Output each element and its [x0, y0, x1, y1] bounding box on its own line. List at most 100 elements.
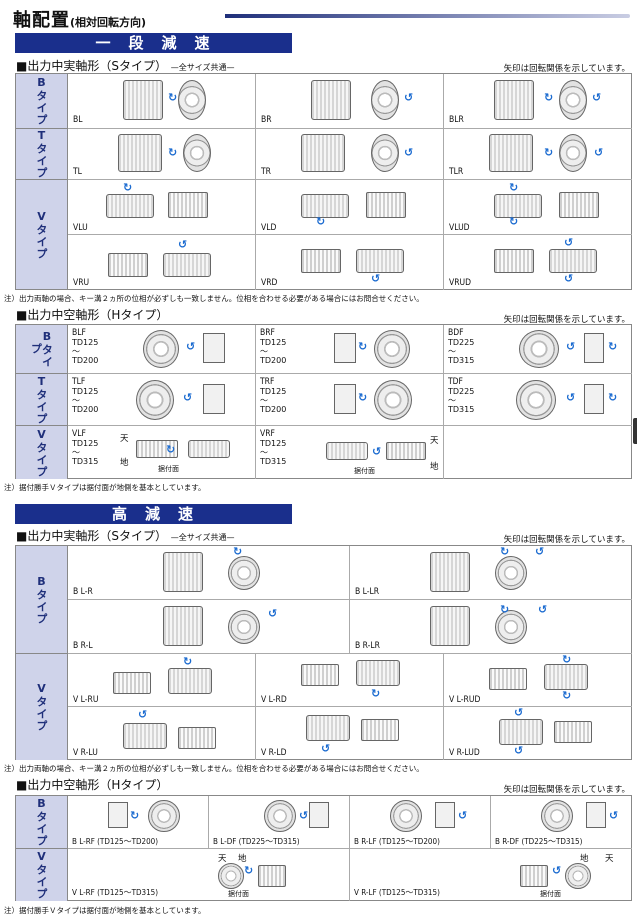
s2-note: 注）据付勝手Ｖタイプは据付面が地側を基本としています。 [4, 483, 206, 492]
ten-label-vlf: 天 [120, 434, 129, 444]
s3-cell-vlrd: ↻ V L-RD [256, 654, 444, 707]
label-vld: VLD [261, 223, 277, 233]
s3-cell-blr: ↻ B L-R [68, 546, 350, 600]
s2-type-t: Tタイプ [16, 374, 68, 426]
s2-cell-brf: BRF TD125 〜 TD200 ↻ [256, 325, 444, 374]
s2-cell-empty [444, 426, 632, 479]
s2-cell-trf: TRF TD125 〜 TD200 ↻ [256, 374, 444, 426]
s3-table: Bタイプ Vタイプ ↻ B L-R ↻ ↺ B L-LR ↺ B R-L ↻ ↺… [15, 545, 632, 760]
label-vrf: VRF [260, 429, 275, 439]
s4-cell-blrf: ↻ B L-RF (TD125〜TD200) [68, 796, 209, 849]
page-subtitle: (相対回転方向) [70, 16, 147, 29]
label-b-r-lr: B R-LR [355, 641, 380, 651]
page-title: 軸配置(相対回転方向) [13, 10, 147, 31]
label-v-r-lu: V R-LU [73, 748, 98, 758]
s1-cell-vrd: ↺ VRD [256, 235, 444, 290]
section-banner-high: 高減速 [15, 504, 292, 524]
chi-label-vlrf: 地 [238, 854, 247, 864]
s1-cell-vlud: ↻ ↻ VLUD [444, 180, 632, 235]
label-vlf: VLF [72, 429, 86, 439]
s3-cell-vlrud: ↻ ↻ V L-RUD [444, 654, 632, 707]
s4-note: 注）据付勝手Ｖタイプは据付面が地側を基本としています。 [4, 906, 206, 915]
s3-cell-vlru: ↻ V L-RU [68, 654, 256, 707]
s1-arrow-note: 矢印は回転関係を示しています。 [503, 64, 630, 74]
s4-type-b: Bタイプ [16, 796, 68, 849]
s2-table: Bタイプ Tタイプ Vタイプ BLF TD125 〜 TD200 ↺ BRF T… [15, 324, 632, 479]
s2-heading: ■出力中空軸形（Hタイプ） [16, 308, 169, 322]
label-v-l-rf: V L-RF (TD125〜TD315) [72, 888, 159, 897]
label-tlf: TLF [72, 377, 86, 387]
s1-cell-vlu: ↻ VLU [68, 180, 256, 235]
s1-cell-br: ↺ BR [256, 74, 444, 129]
range-brf: TD125 〜 TD200 [260, 338, 287, 365]
range-bdf: TD225 〜 TD315 [448, 338, 475, 365]
s1-note: 注）出力両軸の場合、キー溝２ヵ所の位相が必ずしも一致しません。位相を合わせる必要… [4, 294, 424, 303]
s1-cell-bl: ↻ BL [68, 74, 256, 129]
label-tdf: TDF [448, 377, 463, 387]
section-banner-single: 一段減速 [15, 33, 292, 53]
label-b-l-rf: B L-RF (TD125〜TD200) [72, 837, 159, 846]
s4-cell-brlf: ↺ B R-LF (TD125〜TD200) [350, 796, 491, 849]
label-tr: TR [261, 167, 271, 177]
label-bl: BL [73, 115, 83, 125]
s1-type-t: Tタイプ [16, 129, 68, 180]
label-b-l-r: B L-R [73, 587, 93, 597]
s3-heading: ■出力中実軸形（Sタイプ） —全サイズ共通— [16, 529, 235, 543]
label-v-l-ru: V L-RU [73, 695, 99, 705]
mount-label-vrf: 据付面 [354, 467, 375, 475]
s2-cell-blf: BLF TD125 〜 TD200 ↺ [68, 325, 256, 374]
range-blf: TD125 〜 TD200 [72, 338, 99, 365]
range-vrf: TD125 〜 TD315 [260, 439, 287, 466]
label-v-r-ld: V R-LD [261, 748, 287, 758]
s2-cell-tlf: TLF TD125 〜 TD200 ↺ [68, 374, 256, 426]
label-v-l-rd: V L-RD [261, 695, 287, 705]
s1-cell-tr: ↺ TR [256, 129, 444, 180]
range-trf: TD125 〜 TD200 [260, 387, 287, 414]
scroll-edge-tab[interactable] [633, 418, 637, 444]
chi-label-vlf: 地 [120, 458, 129, 468]
s2-arrow-note: 矢印は回転関係を示しています。 [503, 315, 630, 325]
range-tdf: TD225 〜 TD315 [448, 387, 475, 414]
label-b-r-l: B R-L [73, 641, 93, 651]
s1-cell-vrud: ↺ ↺ VRUD [444, 235, 632, 290]
s1-type-b: Bタイプ [16, 74, 68, 129]
ten-label-vrf: 天 [430, 436, 439, 446]
label-vlud: VLUD [449, 223, 470, 233]
s4-type-v: Vタイプ [16, 849, 68, 901]
s1-cell-vld: ↻ VLD [256, 180, 444, 235]
label-blr: BLR [449, 115, 464, 125]
s2-type-v: Vタイプ [16, 426, 68, 479]
s2-type-b: Bタイプ [16, 325, 68, 374]
ten-label-vlrf: 天 [218, 854, 227, 864]
s1-cell-blr: ↻ ↺ BLR [444, 74, 632, 129]
s2-cell-tdf: TDF TD225 〜 TD315 ↺ ↻ [444, 374, 632, 426]
label-v-r-lud: V R-LUD [449, 748, 480, 758]
s1-cell-tlr: ↻ ↺ TLR [444, 129, 632, 180]
s1-type-v: Vタイプ [16, 180, 68, 290]
s4-cell-bldf: ↺ B L-DF (TD225〜TD315) [209, 796, 350, 849]
s1-heading: ■出力中実軸形（Sタイプ） —全サイズ共通— [16, 59, 235, 73]
mount-label-vrlf: 据付面 [540, 890, 561, 898]
s4-cell-brdf: ↺ B R-DF (TD225〜TD315) [491, 796, 632, 849]
s4-table: Bタイプ Vタイプ ↻ B L-RF (TD125〜TD200) ↺ B L-D… [15, 795, 632, 901]
label-b-l-lr: B L-LR [355, 587, 380, 597]
mount-label-vlrf: 据付面 [228, 890, 249, 898]
label-vrd: VRD [261, 278, 278, 288]
mount-label-vlf: 据付面 [158, 465, 179, 473]
s2-cell-vlf: VLF TD125 〜 TD315 天 地 ↻ 据付面 [68, 426, 256, 479]
label-b-l-df: B L-DF (TD225〜TD315) [213, 837, 300, 846]
label-b-r-df: B R-DF (TD225〜TD315) [495, 837, 583, 846]
s3-note: 注）出力両軸の場合、キー溝２ヵ所の位相が必ずしも一致しません。位相を合わせる必要… [4, 764, 424, 773]
s1-cell-vru: ↺ VRU [68, 235, 256, 290]
label-v-l-rud: V L-RUD [449, 695, 481, 705]
s2-cell-vrf: VRF TD125 〜 TD315 ↺ 天 地 据付面 [256, 426, 444, 479]
s1-table: Bタイプ Tタイプ Vタイプ ↻ BL ↺ BR ↻ ↺ BLR ↻ TL ↺ … [15, 73, 632, 290]
s1-cell-tl: ↻ TL [68, 129, 256, 180]
ten-label-vrlf: 天 [605, 854, 614, 864]
range-tlf: TD125 〜 TD200 [72, 387, 99, 414]
label-trf: TRF [260, 377, 275, 387]
label-v-r-lf: V R-LF (TD125〜TD315) [354, 888, 440, 897]
s4-cell-vrlf: ↺ 地 天 据付面 V R-LF (TD125〜TD315) [354, 854, 614, 898]
s3-cell-vrld: ↺ V R-LD [256, 707, 444, 760]
s3-cell-vrlud: ↺ ↺ V R-LUD [444, 707, 632, 760]
